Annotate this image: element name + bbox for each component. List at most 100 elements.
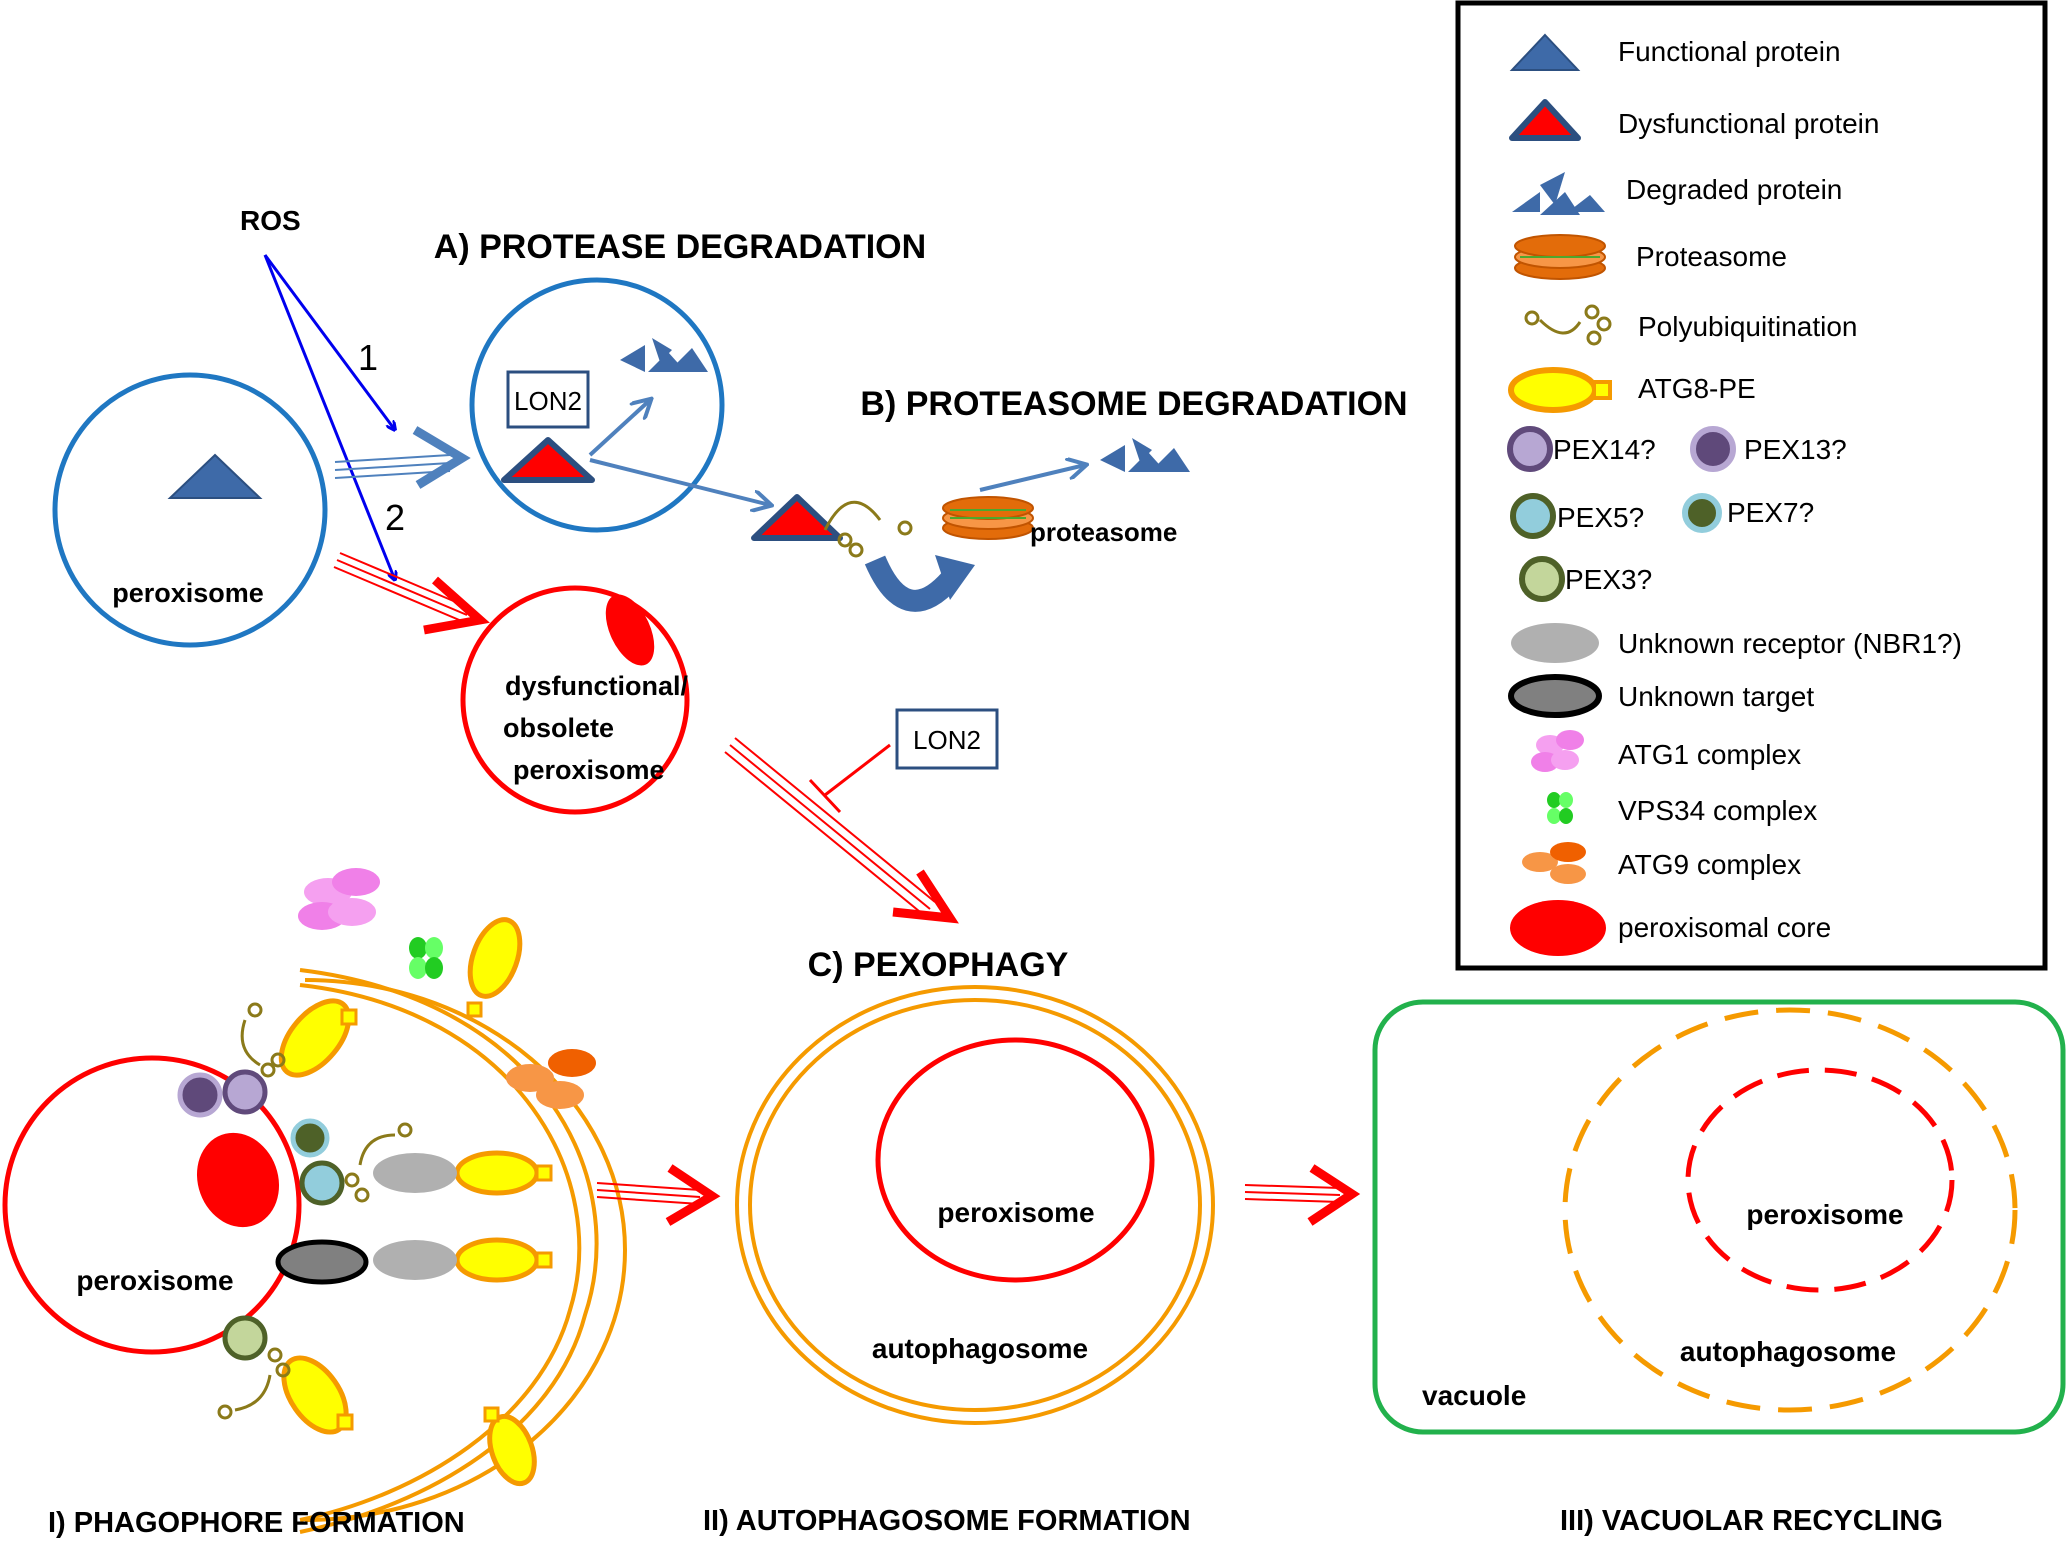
stage-vacuole: peroxisome autophagosome vacuole: [1372, 999, 2066, 1435]
vps34-complex-icon: [409, 937, 443, 979]
ros-arrow-1: [263, 254, 395, 430]
legend-label: peroxisomal core: [1618, 912, 1831, 943]
legend-label: Unknown receptor (NBR1?): [1618, 628, 1962, 659]
legend-label: Unknown target: [1618, 681, 1814, 712]
degrade-arrow: [588, 400, 650, 457]
peroxisome-label: peroxisome: [76, 1265, 233, 1296]
autophagosome-label: autophagosome: [1680, 1336, 1896, 1367]
functional-protein-icon: [167, 453, 263, 499]
atg8-pe-icon: [281, 1355, 354, 1435]
lon2-inhibition-bar: [808, 778, 842, 814]
legend-label: PEX5?: [1557, 502, 1644, 533]
autophagosome-outer-membrane: [735, 985, 1215, 1425]
vacuole-label: vacuole: [1422, 1380, 1526, 1411]
polyubiquitination-icon: [217, 1347, 291, 1420]
autophagosome-label: autophagosome: [872, 1333, 1088, 1364]
arrow-label-2: 2: [385, 497, 405, 538]
ros-arrow-2: [263, 254, 395, 580]
peroxisomal-core-icon: [1510, 900, 1606, 956]
stage-title-autophagosome: II) AUTOPHAGOSOME FORMATION: [703, 1505, 1191, 1537]
legend: Functional protein Dysfunctional protein…: [1507, 33, 1962, 956]
peroxisomal-core-icon: [196, 1132, 280, 1228]
unknown-target-icon: [275, 1239, 369, 1285]
legend-label: Dysfunctional protein: [1618, 108, 1879, 139]
proteasome-icon: [942, 496, 1034, 540]
triple-arrow-to-pexophagy: [724, 737, 959, 924]
title-pexophagy: C) PEXOPHAGY: [808, 946, 1069, 984]
atg9-complex-icon: [1522, 842, 1586, 884]
legend-label: PEX7?: [1727, 497, 1814, 528]
pex5-icon: [299, 1160, 345, 1206]
functional-protein-icon: [1509, 33, 1581, 71]
stage-phagophore: peroxisome: [2, 868, 627, 1534]
phagophore-membrane-a: [299, 983, 582, 1522]
lon2-inhibitor-box: [895, 708, 999, 770]
peroxisome-label: peroxisome: [112, 578, 264, 608]
polyubiquitination-icon: [1524, 304, 1612, 346]
triple-arrow-to-protease: [334, 426, 471, 489]
dysfunctional-label-line3: peroxisome: [513, 755, 665, 785]
polyubiquitination-icon: [240, 1002, 286, 1078]
peroxisome-dashed-membrane: [1685, 1067, 1955, 1293]
pex13-icon: [1690, 426, 1736, 472]
pex3-icon: [222, 1315, 268, 1361]
atg8-pe-icon: [483, 1406, 537, 1487]
recycle-arrow-icon: [864, 555, 975, 612]
pex5-icon: [1510, 493, 1556, 539]
peroxisomal-core-icon: [605, 594, 655, 666]
stage-title-vacuolar: III) VACUOLAR RECYCLING: [1560, 1505, 1943, 1537]
phagophore-membrane-b: [299, 968, 599, 1534]
autophagosome-inner-membrane: [748, 998, 1202, 1412]
title-proteasome-degradation: B) PROTEASOME DEGRADATION: [860, 385, 1407, 423]
ros-label: ROS: [240, 205, 301, 236]
arrow-stage2-to-stage3: [1244, 1164, 1361, 1226]
proteasome-degrade-arrow: [979, 465, 1085, 492]
arrow-label-1: 1: [358, 337, 378, 378]
unknown-receptor-icon: [373, 1153, 457, 1193]
lon2-label: LON2: [514, 386, 582, 416]
pex13-icon: [177, 1072, 223, 1118]
polyubiquitin-chain-icon: [823, 500, 913, 558]
arrow-to-proteasome-path: [589, 458, 770, 505]
atg9-complex-icon: [506, 1049, 596, 1109]
atg8-pe-icon: [466, 917, 523, 1018]
vacuole-box: [1372, 999, 2066, 1435]
autophagosome-dashed-membrane: [1562, 1007, 2018, 1413]
pex7-icon: [290, 1118, 330, 1158]
legend-label: Proteasome: [1636, 241, 1787, 272]
pex14-icon: [1507, 426, 1553, 472]
proteasome-label: proteasome: [1030, 517, 1177, 547]
lon2-inhibitor-label: LON2: [913, 725, 981, 755]
atg8-pe-icon: [454, 1237, 553, 1283]
title-protease-degradation: A) PROTEASE DEGRADATION: [434, 228, 926, 266]
dysfunctional-protein-icon: [501, 437, 595, 483]
stage-autophagosome: peroxisome autophagosome: [735, 985, 1215, 1425]
peroxisome-circle: [2, 1055, 302, 1355]
legend-label: PEX13?: [1744, 434, 1847, 465]
legend-label: Degraded protein: [1626, 174, 1842, 205]
proteasome-icon: [1514, 234, 1606, 280]
peroxisome-label: peroxisome: [1746, 1199, 1903, 1230]
dysfunctional-label-line1: dysfunctional/: [505, 671, 689, 701]
dysfunctional-protein-icon: [1509, 99, 1581, 141]
peroxisome-circle: [52, 372, 328, 648]
vps34-complex-icon: [1547, 792, 1573, 824]
polyubiquitination-icon: [344, 1122, 413, 1203]
lon2-box: [506, 370, 590, 429]
triple-arrow-to-dysfunctional: [333, 552, 490, 635]
degraded-protein-icon: [620, 338, 708, 372]
dysfunctional-label-line2: obsolete: [503, 713, 614, 743]
unknown-receptor-icon: [373, 1240, 457, 1280]
phagophore-outer-membrane: [304, 978, 627, 1522]
atg1-complex-icon: [1531, 730, 1584, 772]
atg1-complex-icon: [298, 868, 380, 930]
legend-label: ATG8-PE: [1638, 373, 1756, 404]
legend-label: Polyubiquitination: [1638, 311, 1858, 342]
pex7-icon: [1682, 493, 1722, 533]
peroxisome-circle: [875, 1037, 1155, 1283]
pex3-icon: [1519, 556, 1565, 602]
legend-label: ATG1 complex: [1618, 739, 1801, 770]
arrow-stage1-to-stage2: [596, 1164, 721, 1226]
atg8-pe-icon: [454, 1150, 553, 1196]
